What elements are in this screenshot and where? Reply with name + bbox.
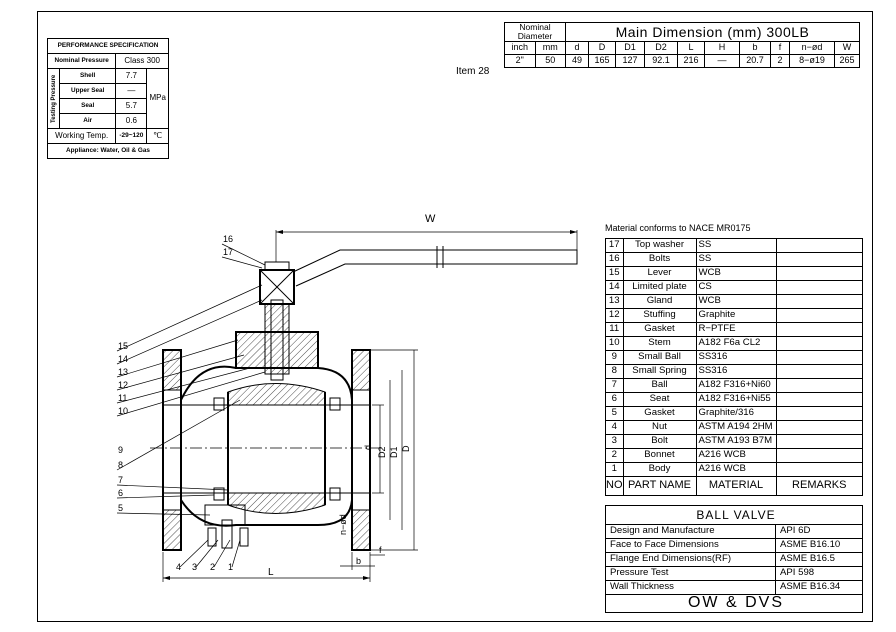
dim-value: 2" [504,53,536,68]
appliance-note: Appliance: Water, Oil & Gas [47,143,169,159]
stem-assembly [235,261,319,381]
callout-11: 11 [118,393,127,403]
dim-d1-label: D1 [389,446,399,458]
main-dimension-table: Nominal Diameter Main Dimension (mm) 300… [504,22,860,68]
standard-value: ASME B16.34 [775,580,863,595]
working-temp-unit: ℃ [146,128,169,144]
valve-body [150,349,385,551]
item-label: Item 28 [456,66,490,77]
dim-d2-label: D2 [377,446,387,458]
nace-note: Material conforms to NACE MR0175 [605,223,751,233]
dim-d-label: d [363,445,373,450]
callout-9: 9 [118,445,123,455]
callout-7: 7 [118,475,123,485]
dim-value: — [704,53,740,68]
dim-b-label: b [356,556,361,566]
callout-3: 3 [192,562,197,572]
callout-4: 4 [176,562,181,572]
dim-f-label: f [379,545,382,555]
callout-14: 14 [118,354,128,364]
dim-nd-label: n−ød [338,514,348,535]
header-remarks: REMARKS [775,476,863,496]
callout-1: 1 [228,562,233,572]
dim-w-label: W [425,213,436,225]
dim-value: 8−ø19 [789,53,835,68]
dimension-length: L b f [162,545,385,582]
drawing-frame [37,11,873,622]
callout-17: 17 [223,247,233,257]
part-callouts: 16 17 15 14 13 12 11 10 9 8 7 6 5 4 3 2 … [116,234,266,572]
callout-5: 5 [118,503,123,513]
header-material: MATERIAL [695,476,777,496]
callout-12: 12 [118,380,128,390]
dim-value: 92.1 [644,53,678,68]
callout-10: 10 [118,406,128,416]
dimension-diameters: d D2 D1 D n−ød [338,349,418,551]
brand-label: OW & DVS [605,594,863,613]
performance-spec-table: PERFORMANCE SPECIFICATION Nominal Pressu… [46,38,169,159]
dim-value: 265 [834,53,860,68]
callout-15: 15 [118,341,128,351]
callout-6: 6 [118,488,123,498]
dim-dd-label: D [401,445,411,452]
dimension-w: W [275,213,578,262]
dim-l-label: L [268,567,274,578]
material-row-material: A182 F316+Ni60 [695,378,777,393]
dim-value: 165 [588,53,616,68]
callout-13: 13 [118,367,128,377]
dim-header: W [834,40,860,55]
lever [292,246,578,287]
working-temp-value: -29~120 [115,128,148,144]
callout-16: 16 [223,234,233,244]
callout-8: 8 [118,460,123,470]
callout-2: 2 [210,562,215,572]
